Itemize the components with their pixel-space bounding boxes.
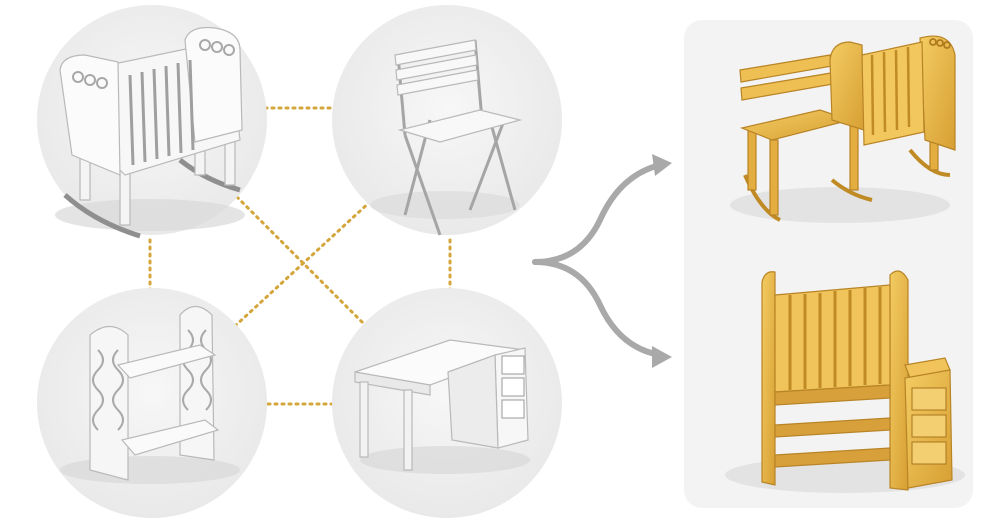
connector-lines <box>148 106 452 406</box>
connector-diag-2 <box>233 198 374 328</box>
desk-icon <box>354 339 530 474</box>
arrow-head-bottom <box>652 346 672 368</box>
cradle-icon <box>55 26 245 239</box>
bench-cradle-icon <box>730 35 956 223</box>
crib-desk-icon <box>725 270 965 493</box>
arrow-head-top <box>652 154 672 176</box>
connector-diag-1 <box>230 190 370 330</box>
shelf-icon <box>60 305 240 484</box>
branch-arrow <box>532 162 663 358</box>
chair-icon <box>370 39 523 236</box>
